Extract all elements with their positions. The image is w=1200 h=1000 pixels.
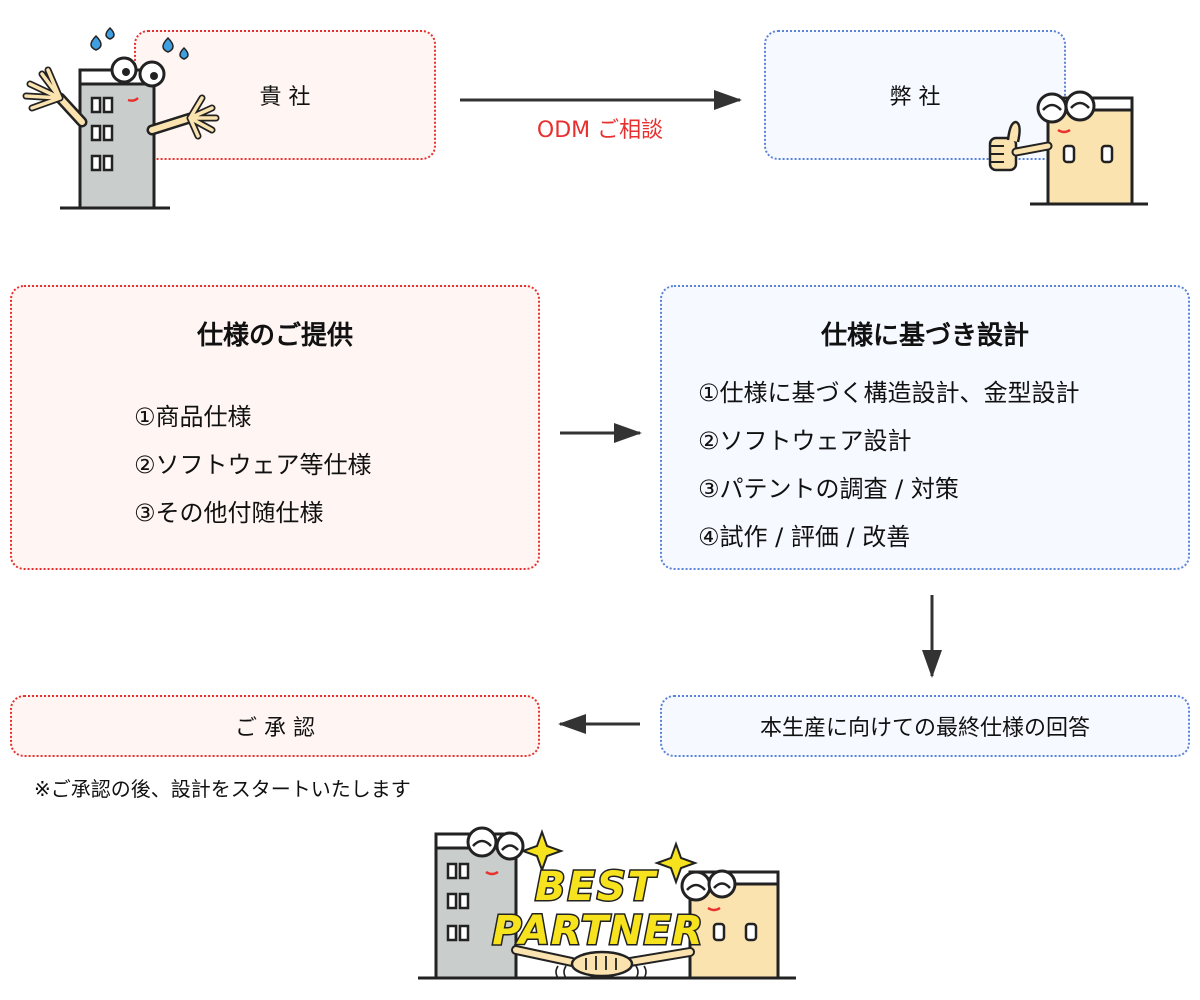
design-title: 仕様に基づき設計 xyxy=(820,321,1029,351)
best-partner-illustration xyxy=(418,826,796,980)
approval-box: ご 承 認 xyxy=(10,695,540,757)
partner-text: PARTNER xyxy=(492,908,704,954)
spec-title: 仕様のご提供 xyxy=(196,321,353,351)
design-box: 仕様に基づき設計 ①仕様に基づく構造設計、金型設計 ②ソフトウェア設計 ③パテン… xyxy=(660,285,1190,570)
best-text: BEST xyxy=(535,864,658,910)
odm-building-illustration xyxy=(988,90,1148,206)
spec-item-3: ③その他付随仕様 xyxy=(134,499,324,527)
client-building-illustration xyxy=(22,26,220,210)
design-item-4: ④試作 / 評価 / 改善 xyxy=(698,523,911,551)
final-answer-label: 本生産に向けての最終仕様の回答 xyxy=(759,716,1090,741)
spec-box: 仕様のご提供 ①商品仕様 ②ソフトウェア等仕様 ③その他付随仕様 xyxy=(10,285,540,570)
design-item-3: ③パテントの調査 / 対策 xyxy=(698,475,959,503)
consultation-arrow-label: ODM ご相談 xyxy=(536,118,664,143)
client-label: 貴 社 xyxy=(259,85,311,110)
design-item-1: ①仕様に基づく構造設計、金型設計 xyxy=(698,379,1080,407)
design-item-2: ②ソフトウェア設計 xyxy=(698,427,912,455)
odm-label: 弊 社 xyxy=(889,85,941,110)
approval-note: ※ご承認の後、設計をスタートいたします xyxy=(34,777,411,801)
approval-label: ご 承 認 xyxy=(235,716,315,741)
spec-item-2: ②ソフトウェア等仕様 xyxy=(134,451,372,479)
spec-item-1: ①商品仕様 xyxy=(134,403,252,431)
final-answer-box: 本生産に向けての最終仕様の回答 xyxy=(660,695,1190,757)
